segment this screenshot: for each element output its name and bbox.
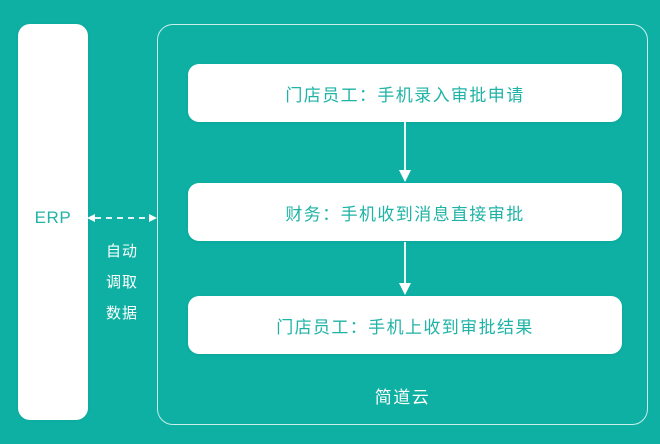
sync-caption: 自动 调取 数据: [88, 236, 156, 329]
step-card-2[interactable]: 财务：手机收到消息直接审批: [188, 183, 622, 241]
sync-caption-line-3: 数据: [105, 305, 138, 322]
platform-name-label: 简道云: [374, 388, 431, 407]
erp-system-panel: [18, 24, 88, 420]
step-card-1[interactable]: 门店员工：手机录入审批申请: [188, 64, 622, 122]
step-card-3[interactable]: 门店员工：手机上收到审批结果: [188, 296, 622, 354]
arrow-down-icon: [399, 122, 411, 182]
sync-caption-line-2: 调取: [105, 274, 138, 291]
platform-frame: [157, 24, 648, 425]
erp-system-label: ERP: [34, 208, 72, 227]
step-card-1-label: 门店员工：手机录入审批申请: [285, 85, 525, 105]
step-card-2-label: 财务：手机收到消息直接审批: [285, 204, 525, 224]
arrow-down-icon: [399, 242, 411, 295]
bidirectional-dashed-arrow-icon: [87, 214, 157, 222]
sync-caption-line-1: 自动: [105, 243, 138, 260]
step-card-3-label: 门店员工：手机上收到审批结果: [276, 317, 534, 337]
